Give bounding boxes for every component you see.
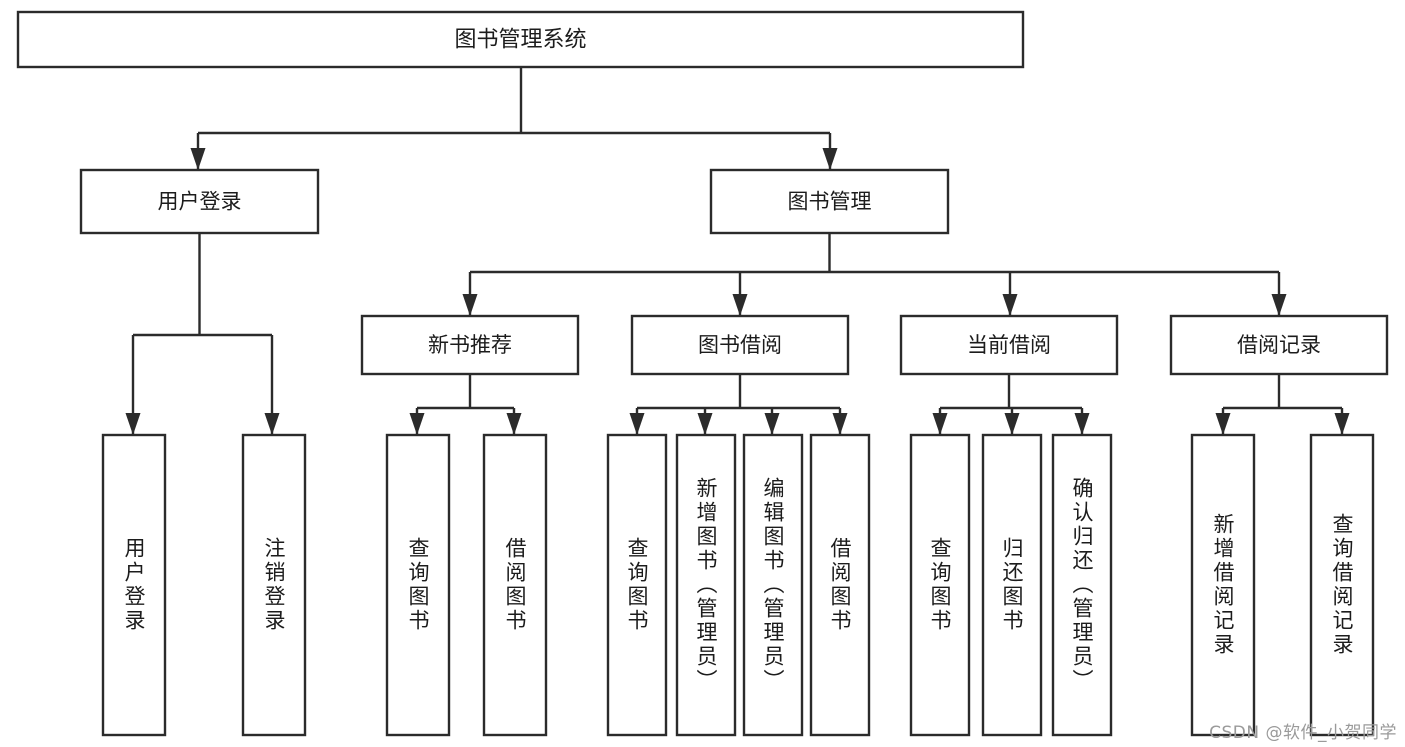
arrow-head-icon xyxy=(190,148,206,170)
arrow-head-icon xyxy=(1074,413,1090,435)
arrow-head-icon xyxy=(125,413,141,435)
node-book-manage[interactable]: 图书管理 xyxy=(709,168,950,235)
node-user-login[interactable]: 用户登录 xyxy=(79,168,320,235)
node-new-book-rec[interactable]: 新书推荐 xyxy=(360,314,580,376)
node-leaf-rec-add-record[interactable] xyxy=(1190,433,1256,737)
node-root[interactable]: 图书管理系统 xyxy=(16,10,1025,69)
leaf-leaf-user-logout-box[interactable] xyxy=(241,433,307,737)
arrow-head-icon xyxy=(1004,413,1020,435)
watermark-text: CSDN @软件_小贺同学 xyxy=(1209,723,1397,743)
node-leaf-cur-query-book[interactable] xyxy=(909,433,971,737)
arrow-head-icon xyxy=(462,294,478,316)
module-user-login-box[interactable] xyxy=(79,168,320,235)
node-leaf-user-logout[interactable] xyxy=(241,433,307,737)
arrow-head-icon xyxy=(264,413,280,435)
leaf-leaf-borrow-borrow-book-box[interactable] xyxy=(809,433,871,737)
node-leaf-borrow-borrow-book[interactable] xyxy=(809,433,871,737)
root-root-label: 图书管理系统 xyxy=(454,28,586,53)
leaf-leaf-rec-borrow-book-box[interactable] xyxy=(482,433,548,737)
root-root-box[interactable] xyxy=(16,10,1025,69)
submodule-current-borrow-box[interactable] xyxy=(899,314,1119,376)
node-leaf-rec-borrow-book[interactable] xyxy=(482,433,548,737)
arrow-head-icon xyxy=(1271,294,1287,316)
leaf-leaf-cur-return-book-box[interactable] xyxy=(981,433,1043,737)
arrow-head-icon xyxy=(932,413,948,435)
module-book-manage-label: 图书管理 xyxy=(788,190,872,214)
node-current-borrow[interactable]: 当前借阅 xyxy=(899,314,1119,376)
arrow-head-icon xyxy=(697,413,713,435)
edge-layer xyxy=(125,67,1350,435)
node-leaf-borrow-query-book[interactable] xyxy=(606,433,668,737)
submodule-borrow-record-box[interactable] xyxy=(1169,314,1389,376)
submodule-current-borrow-label: 当前借阅 xyxy=(967,333,1051,357)
arrow-head-icon xyxy=(1002,294,1018,316)
arrow-head-icon xyxy=(1215,413,1231,435)
leaf-leaf-user-login-box[interactable] xyxy=(101,433,167,737)
module-book-manage-box[interactable] xyxy=(709,168,950,235)
arrow-head-icon xyxy=(764,413,780,435)
submodule-book-borrow-label: 图书借阅 xyxy=(698,333,782,357)
leaf-leaf-rec-query-record-box[interactable] xyxy=(1309,433,1375,737)
arrow-head-icon xyxy=(1334,413,1350,435)
node-leaf-cur-return-book[interactable] xyxy=(981,433,1043,737)
arrow-head-icon xyxy=(832,413,848,435)
node-borrow-record[interactable]: 借阅记录 xyxy=(1169,314,1389,376)
leaf-leaf-cur-query-book-box[interactable] xyxy=(909,433,971,737)
node-leaf-borrow-add-book[interactable] xyxy=(675,433,737,737)
leaf-leaf-cur-confirm-return-box[interactable] xyxy=(1051,433,1113,737)
leaf-leaf-rec-add-record-box[interactable] xyxy=(1190,433,1256,737)
node-leaf-rec-query-book[interactable] xyxy=(385,433,451,737)
node-leaf-user-login[interactable] xyxy=(101,433,167,737)
submodule-borrow-record-label: 借阅记录 xyxy=(1237,333,1321,357)
leaf-leaf-borrow-query-book-box[interactable] xyxy=(606,433,668,737)
node-leaf-borrow-edit-book[interactable] xyxy=(742,433,804,737)
module-user-login-label: 用户登录 xyxy=(158,190,242,214)
leaf-leaf-borrow-edit-book-box[interactable] xyxy=(742,433,804,737)
submodule-book-borrow-box[interactable] xyxy=(630,314,850,376)
submodule-new-book-rec-label: 新书推荐 xyxy=(428,333,512,357)
submodule-new-book-rec-box[interactable] xyxy=(360,314,580,376)
arrow-head-icon xyxy=(732,294,748,316)
node-book-borrow[interactable]: 图书借阅 xyxy=(630,314,850,376)
node-leaf-cur-confirm-return[interactable] xyxy=(1051,433,1113,737)
arrow-head-icon xyxy=(506,413,522,435)
arrow-head-icon xyxy=(822,148,838,170)
arrow-head-icon xyxy=(629,413,645,435)
arrow-head-icon xyxy=(409,413,425,435)
leaf-leaf-borrow-add-book-box[interactable] xyxy=(675,433,737,737)
leaf-leaf-rec-query-book-box[interactable] xyxy=(385,433,451,737)
node-leaf-rec-query-record[interactable] xyxy=(1309,433,1375,737)
